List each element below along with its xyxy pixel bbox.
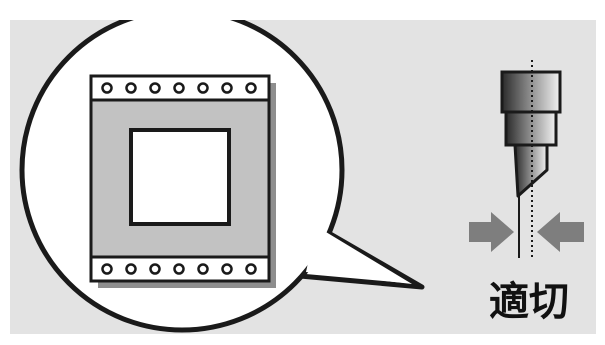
- sprocket-hole: [245, 263, 257, 275]
- top-sprocket-holes: [101, 82, 257, 94]
- sprocket-hole: [197, 82, 209, 94]
- bottom-sprocket-holes: [101, 263, 257, 275]
- left-push-arrow: [469, 212, 514, 252]
- lead-frame-icon: [89, 74, 276, 288]
- bottom-sprocket-rail: [89, 255, 271, 283]
- status-label: 適切: [489, 279, 569, 325]
- frame-window: [129, 128, 231, 226]
- cutting-tool-icon: [500, 60, 562, 258]
- sprocket-hole: [197, 263, 209, 275]
- tool-collar: [504, 110, 558, 147]
- sprocket-hole: [221, 82, 233, 94]
- sprocket-hole: [149, 263, 161, 275]
- sprocket-hole: [173, 263, 185, 275]
- right-push-arrow: [537, 212, 584, 252]
- sprocket-hole: [125, 82, 137, 94]
- sprocket-hole: [173, 82, 185, 94]
- push-arrow-icon: [469, 212, 584, 252]
- sprocket-hole: [101, 263, 113, 275]
- sprocket-hole: [125, 263, 137, 275]
- sprocket-hole: [101, 82, 113, 94]
- sprocket-hole: [149, 82, 161, 94]
- sprocket-hole: [221, 263, 233, 275]
- sprocket-hole: [245, 82, 257, 94]
